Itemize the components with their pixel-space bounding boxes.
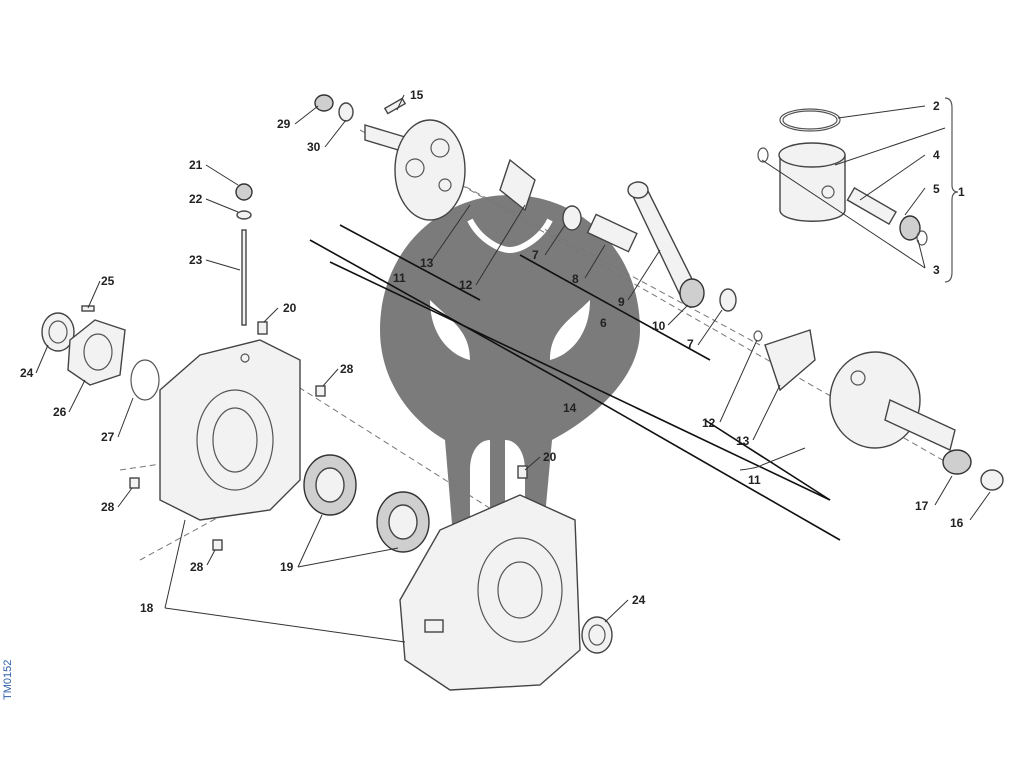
callout-7-upper: 7	[532, 248, 539, 262]
callout-28-right: 28	[340, 362, 354, 376]
callout-9: 9	[618, 295, 625, 309]
callout-11-upper: 11	[393, 271, 406, 285]
callout-labels: 1 2 3 4 5 6 7 7 8 9 10 11 11 12 12 13 13…	[20, 88, 965, 615]
piston-group	[757, 97, 959, 283]
callout-1: 1	[958, 185, 965, 199]
callout-22: 22	[189, 192, 203, 206]
callout-13-lower: 13	[736, 434, 750, 448]
callout-24-left: 24	[20, 366, 34, 380]
leader-lines	[35, 94, 991, 643]
watermark-logo	[380, 195, 640, 580]
crankcase-left	[41, 183, 326, 551]
callout-17: 17	[915, 499, 929, 513]
callout-3: 3	[933, 263, 940, 277]
callout-2: 2	[933, 99, 940, 113]
callout-13-upper: 13	[420, 256, 434, 270]
callout-19: 19	[280, 560, 294, 574]
assembly-grouping-lines	[309, 224, 841, 541]
callout-30: 30	[307, 140, 321, 154]
callout-28-bottom: 28	[190, 560, 204, 574]
callout-10: 10	[652, 319, 666, 333]
callout-20-upper: 20	[283, 301, 297, 315]
callout-7-lower: 7	[687, 337, 694, 351]
callout-12-upper: 12	[459, 278, 473, 292]
callout-6: 6	[600, 316, 607, 330]
callout-21: 21	[189, 158, 203, 172]
callout-23: 23	[189, 253, 203, 267]
crankshaft-lower	[753, 329, 1004, 491]
callout-25: 25	[101, 274, 115, 288]
callout-16: 16	[950, 516, 964, 530]
callout-14: 14	[563, 401, 577, 415]
bearings	[303, 454, 430, 553]
callout-5: 5	[933, 182, 940, 196]
crankcase-right	[399, 465, 613, 691]
connecting-rod	[499, 158, 737, 312]
crankshaft-upper	[314, 94, 466, 221]
callout-24-right: 24	[632, 593, 646, 607]
callout-8: 8	[572, 272, 579, 286]
callout-4: 4	[933, 148, 940, 162]
callout-26: 26	[53, 405, 67, 419]
callout-18: 18	[140, 601, 154, 615]
callout-28-left: 28	[101, 500, 115, 514]
callout-27: 27	[101, 430, 115, 444]
callout-11-lower: 11	[748, 473, 761, 487]
callout-12-lower: 12	[702, 416, 716, 430]
callout-15: 15	[410, 88, 424, 102]
callout-29: 29	[277, 117, 291, 131]
callout-20-lower: 20	[543, 450, 557, 464]
